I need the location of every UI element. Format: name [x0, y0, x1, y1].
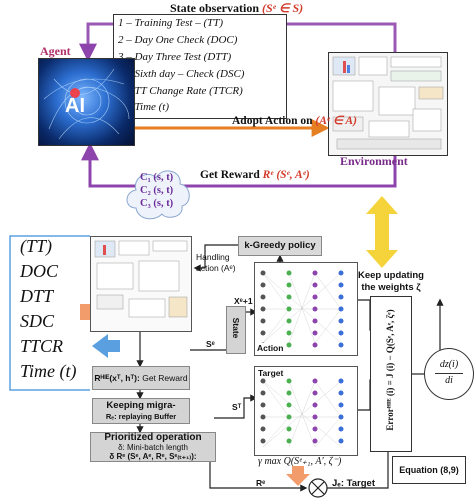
reward-box: Rᴴᴵᴱ(xᵀ, hᵀ): Get Reward: [92, 366, 190, 390]
big-state-item: (TT): [20, 236, 53, 256]
env-small-graphic: [94, 240, 188, 318]
re-bottom-label: Rᵉ: [256, 478, 266, 488]
gradient-numerator: dz(i): [439, 359, 459, 370]
big-state-item: Time (t): [20, 361, 77, 381]
cloud-item: C₁ (s, t): [140, 172, 174, 183]
target-j-label: Jₑ: Target: [332, 478, 375, 489]
state-observation-title: State observation (Sᵉ ∈ S): [170, 1, 304, 15]
yellow-double-arrow: [366, 196, 398, 268]
cloud-item: C₃ (s, t): [140, 198, 174, 209]
big-state-item: TTCR: [20, 336, 64, 356]
environment-graphic: [332, 56, 444, 150]
big-state-item: DTT: [20, 286, 54, 306]
action-network: Action: [254, 262, 358, 356]
environment-screenshot: [328, 52, 448, 156]
state-item: 3 – Day Three Test (DTT): [118, 51, 232, 63]
environment-screenshot-small: [90, 236, 192, 332]
greedy-policy-box: k-Greedy policy: [238, 236, 322, 256]
cloud-item: C₂ (s, t): [140, 185, 174, 196]
target-network-graphic: [260, 378, 344, 448]
state-list-box: 1 – Training Test – (TT) 2 – Day One Che…: [113, 14, 287, 119]
state-item: 1 – Training Test – (TT): [118, 17, 224, 29]
next-state-label: Xᵉ+1: [234, 296, 253, 306]
big-state-list: (TT) DOC DTT SDC TTCR Time (t): [8, 234, 88, 384]
adopt-action-label: Adopt Action on (Aᵉ ∈ A): [232, 115, 357, 127]
ai-text: AI: [65, 95, 85, 117]
gradient-denominator: di: [445, 375, 453, 386]
state-box-label: State: [231, 317, 241, 339]
state-item: 2 – Day One Check (DOC): [118, 34, 238, 46]
prioritized-box: Prioritized operation δ: Mini-batch leng…: [90, 432, 216, 462]
ai-brain-graphic: [43, 68, 130, 140]
blue-arrow: [92, 334, 120, 358]
left-bracket: [9, 235, 90, 391]
target-network: Target: [254, 366, 358, 456]
keep-updating-label: Keep updating the weights ζ: [358, 270, 424, 293]
target-network-label: Target: [258, 368, 284, 378]
gradient-circle: dz(i) di: [424, 348, 474, 400]
environment-label: Environment: [340, 154, 408, 168]
get-reward-label: Get Reward Rᵉ (Sᵉ, Aᵉ): [200, 169, 310, 181]
error-formula: Errorᴴᴵᴱ (i) = J (i) − Q(Sᵉ, Aᵉ, ζᵉ): [385, 309, 395, 431]
big-state-item: DOC: [20, 261, 59, 281]
gamma-max-label: γ max Q(Sᵉ₊₁, A′, ζ⁻): [258, 456, 342, 467]
big-state-item: SDC: [20, 311, 55, 331]
st-label: Sᵀ: [232, 402, 242, 412]
action-network-graphic: [260, 270, 344, 348]
equation-box: Equation (8,9): [392, 456, 466, 484]
cloud-shape: [126, 170, 190, 220]
state-item: 4 – Sixth day – Check (DSC): [118, 68, 245, 80]
se-label: Sᵉ: [206, 339, 215, 349]
state-box: State: [226, 306, 246, 354]
cloud: C₁ (s, t) C₂ (s, t) C₃ (s, t): [122, 160, 194, 224]
agent-label: Agent: [40, 44, 71, 58]
handling-action-label: Handling action (Aᵉ): [196, 252, 236, 273]
agent-image: AI: [38, 58, 135, 146]
action-network-label: Action: [257, 343, 284, 353]
reward-arrow: [81, 142, 397, 188]
error-box: Errorᴴᴵᴱ (i) = J (i) − Q(Sᵉ, Aᵉ, ζᵉ): [370, 296, 412, 452]
state-item: 5 – TT Change Rate (TTCR): [118, 85, 243, 97]
replay-buffer-box: Keeping migra- Rₑ: replaying Buffer: [92, 398, 190, 424]
